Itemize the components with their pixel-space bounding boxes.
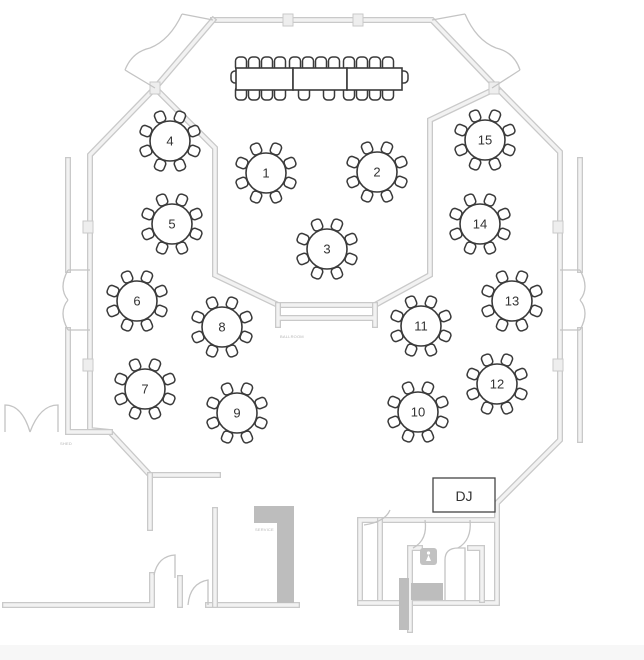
round-table [459,203,501,245]
table-number: 2 [373,165,380,180]
table-4[interactable]: 4 [139,110,201,172]
round-table [397,391,439,433]
wall-column [552,358,564,372]
service-area [254,506,443,630]
wall-inner [152,85,500,307]
table-14[interactable]: 14 [449,193,511,255]
round-table [356,151,398,193]
table-9[interactable]: 9 [206,382,268,444]
round-table [124,368,166,410]
table-number: 5 [168,217,175,232]
wall [150,83,502,308]
table-5[interactable]: 5 [141,193,203,255]
round-table [400,305,442,347]
wall-inner [378,518,484,632]
round-table [201,306,243,348]
head-table-section [346,67,403,91]
wall-column [82,358,94,372]
round-table [149,120,191,162]
doors [4,13,586,606]
table-11[interactable]: 11 [390,295,452,357]
table-number: 11 [414,319,428,334]
head-table-section [292,67,348,91]
table-15[interactable]: 15 [454,109,516,171]
table-1[interactable]: 1 [235,142,297,204]
wall-inner [211,18,562,605]
table-number: 13 [505,294,519,309]
wall-column [352,13,364,27]
footer-band [0,645,644,660]
restroom-icon [420,548,437,565]
table-7[interactable]: 7 [114,358,176,420]
wall-column [552,220,564,234]
ballroom-label: BALLROOM [280,334,304,339]
service-label: SERVICE [255,527,274,532]
table-number: 4 [166,134,173,149]
round-table [476,363,518,405]
table-3[interactable]: 3 [296,218,358,280]
dj-label: DJ [455,488,472,504]
table-number: 1 [262,166,269,181]
round-table [306,228,348,270]
table-number: 8 [218,320,225,335]
round-table [216,392,258,434]
table-8[interactable]: 8 [191,296,253,358]
table-number: 12 [490,377,504,392]
head-table[interactable] [230,56,409,101]
table-number: 10 [411,405,425,420]
dj-booth[interactable]: DJ [432,477,496,513]
wall-inner [276,303,377,327]
round-table [245,152,287,194]
table-number: 6 [133,294,140,309]
round-table [151,203,193,245]
table-number: 9 [233,406,240,421]
wall-column [488,81,500,95]
table-10[interactable]: 10 [387,381,449,443]
table-number: 3 [323,242,330,257]
table-number: 7 [141,382,148,397]
wall-column [282,13,294,27]
table-number: 15 [478,133,492,148]
table-6[interactable]: 6 [106,270,168,332]
wall-inner [3,573,299,607]
shed-label: SHED [60,441,72,446]
table-2[interactable]: 2 [346,141,408,203]
round-table [464,119,506,161]
wall [377,517,485,633]
table-13[interactable]: 13 [481,270,543,332]
wall-inner [66,158,112,434]
wall-column [82,220,94,234]
round-table [116,280,158,322]
round-table [491,280,533,322]
table-12[interactable]: 12 [466,353,528,415]
head-table-section [235,67,294,91]
table-number: 14 [473,217,487,232]
